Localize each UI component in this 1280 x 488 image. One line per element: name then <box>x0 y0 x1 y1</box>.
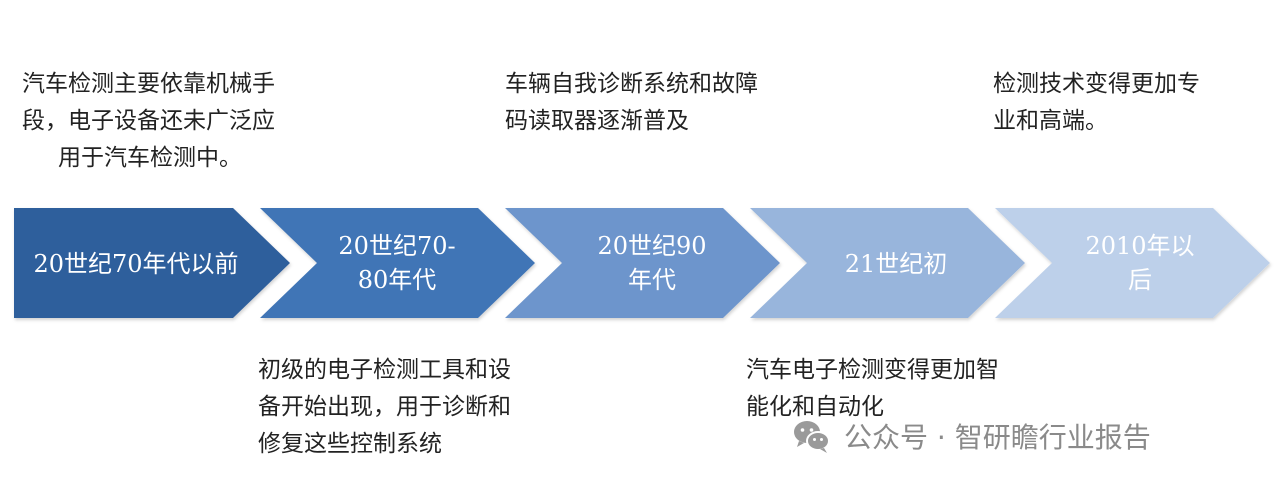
watermark: 公众号 · 智研瞻行业报告 <box>790 414 1151 458</box>
stage-label-line: 21世纪初 <box>845 250 948 278</box>
stage-label-line: 20世纪90 <box>597 232 706 260</box>
stage-label-line: 后 <box>1128 266 1152 294</box>
stage-note-2: 初级的电子检测工具和设 备开始出现，用于诊断和 修复这些控制系统 <box>258 352 511 463</box>
stage-note-3: 车辆自我诊断系统和故障 码读取器逐渐普及 <box>505 66 758 140</box>
stage-label-line: 20世纪70年代以前 <box>33 250 238 278</box>
note-line: 检测技术变得更加专 <box>993 71 1200 97</box>
watermark-text: 公众号 · 智研瞻行业报告 <box>844 421 1151 454</box>
note-line: 修复这些控制系统 <box>258 431 442 457</box>
stage-chevron-4 <box>750 208 1025 318</box>
note-line: 能化和自动化 <box>746 394 884 420</box>
wechat-icon <box>794 421 830 453</box>
stage-note-5: 检测技术变得更加专 业和高端。 <box>993 66 1200 140</box>
note-line: 段，电子设备还未广泛应 <box>22 108 275 134</box>
stage-chevron-3 <box>505 208 780 318</box>
stage-note-4: 汽车电子检测变得更加智 能化和自动化 <box>746 352 999 426</box>
stage-label-line: 80年代 <box>358 266 437 294</box>
timeline-stage-1: 20世纪70年代以前 <box>14 208 290 318</box>
note-line: 业和高端。 <box>993 108 1108 134</box>
note-line: 汽车电子检测变得更加智 <box>746 357 999 383</box>
note-line: 初级的电子检测工具和设 <box>258 357 511 383</box>
stage-note-1: 汽车检测主要依靠机械手 段，电子设备还未广泛应 用于汽车检测中。 <box>22 66 275 177</box>
note-line: 用于汽车检测中。 <box>58 145 242 171</box>
note-line: 车辆自我诊断系统和故障 <box>505 71 758 97</box>
timeline-stage-5: 2010年以 后 <box>995 208 1270 318</box>
timeline-stage-4: 21世纪初 <box>750 208 1025 318</box>
stage-label-line: 20世纪70- <box>338 232 455 260</box>
stage-label-line: 2010年以 <box>1085 232 1194 260</box>
note-line: 汽车检测主要依靠机械手 <box>22 71 275 97</box>
note-line: 码读取器逐渐普及 <box>505 108 689 134</box>
stage-chevron-5 <box>995 208 1270 318</box>
timeline-stage-3: 20世纪90 年代 <box>505 208 780 318</box>
stage-label-line: 年代 <box>628 266 676 294</box>
note-line: 备开始出现，用于诊断和 <box>258 394 511 420</box>
timeline-stage-2: 20世纪70- 80年代 <box>260 208 535 318</box>
stage-chevron-2 <box>260 208 535 318</box>
stage-chevron-1 <box>14 208 290 318</box>
